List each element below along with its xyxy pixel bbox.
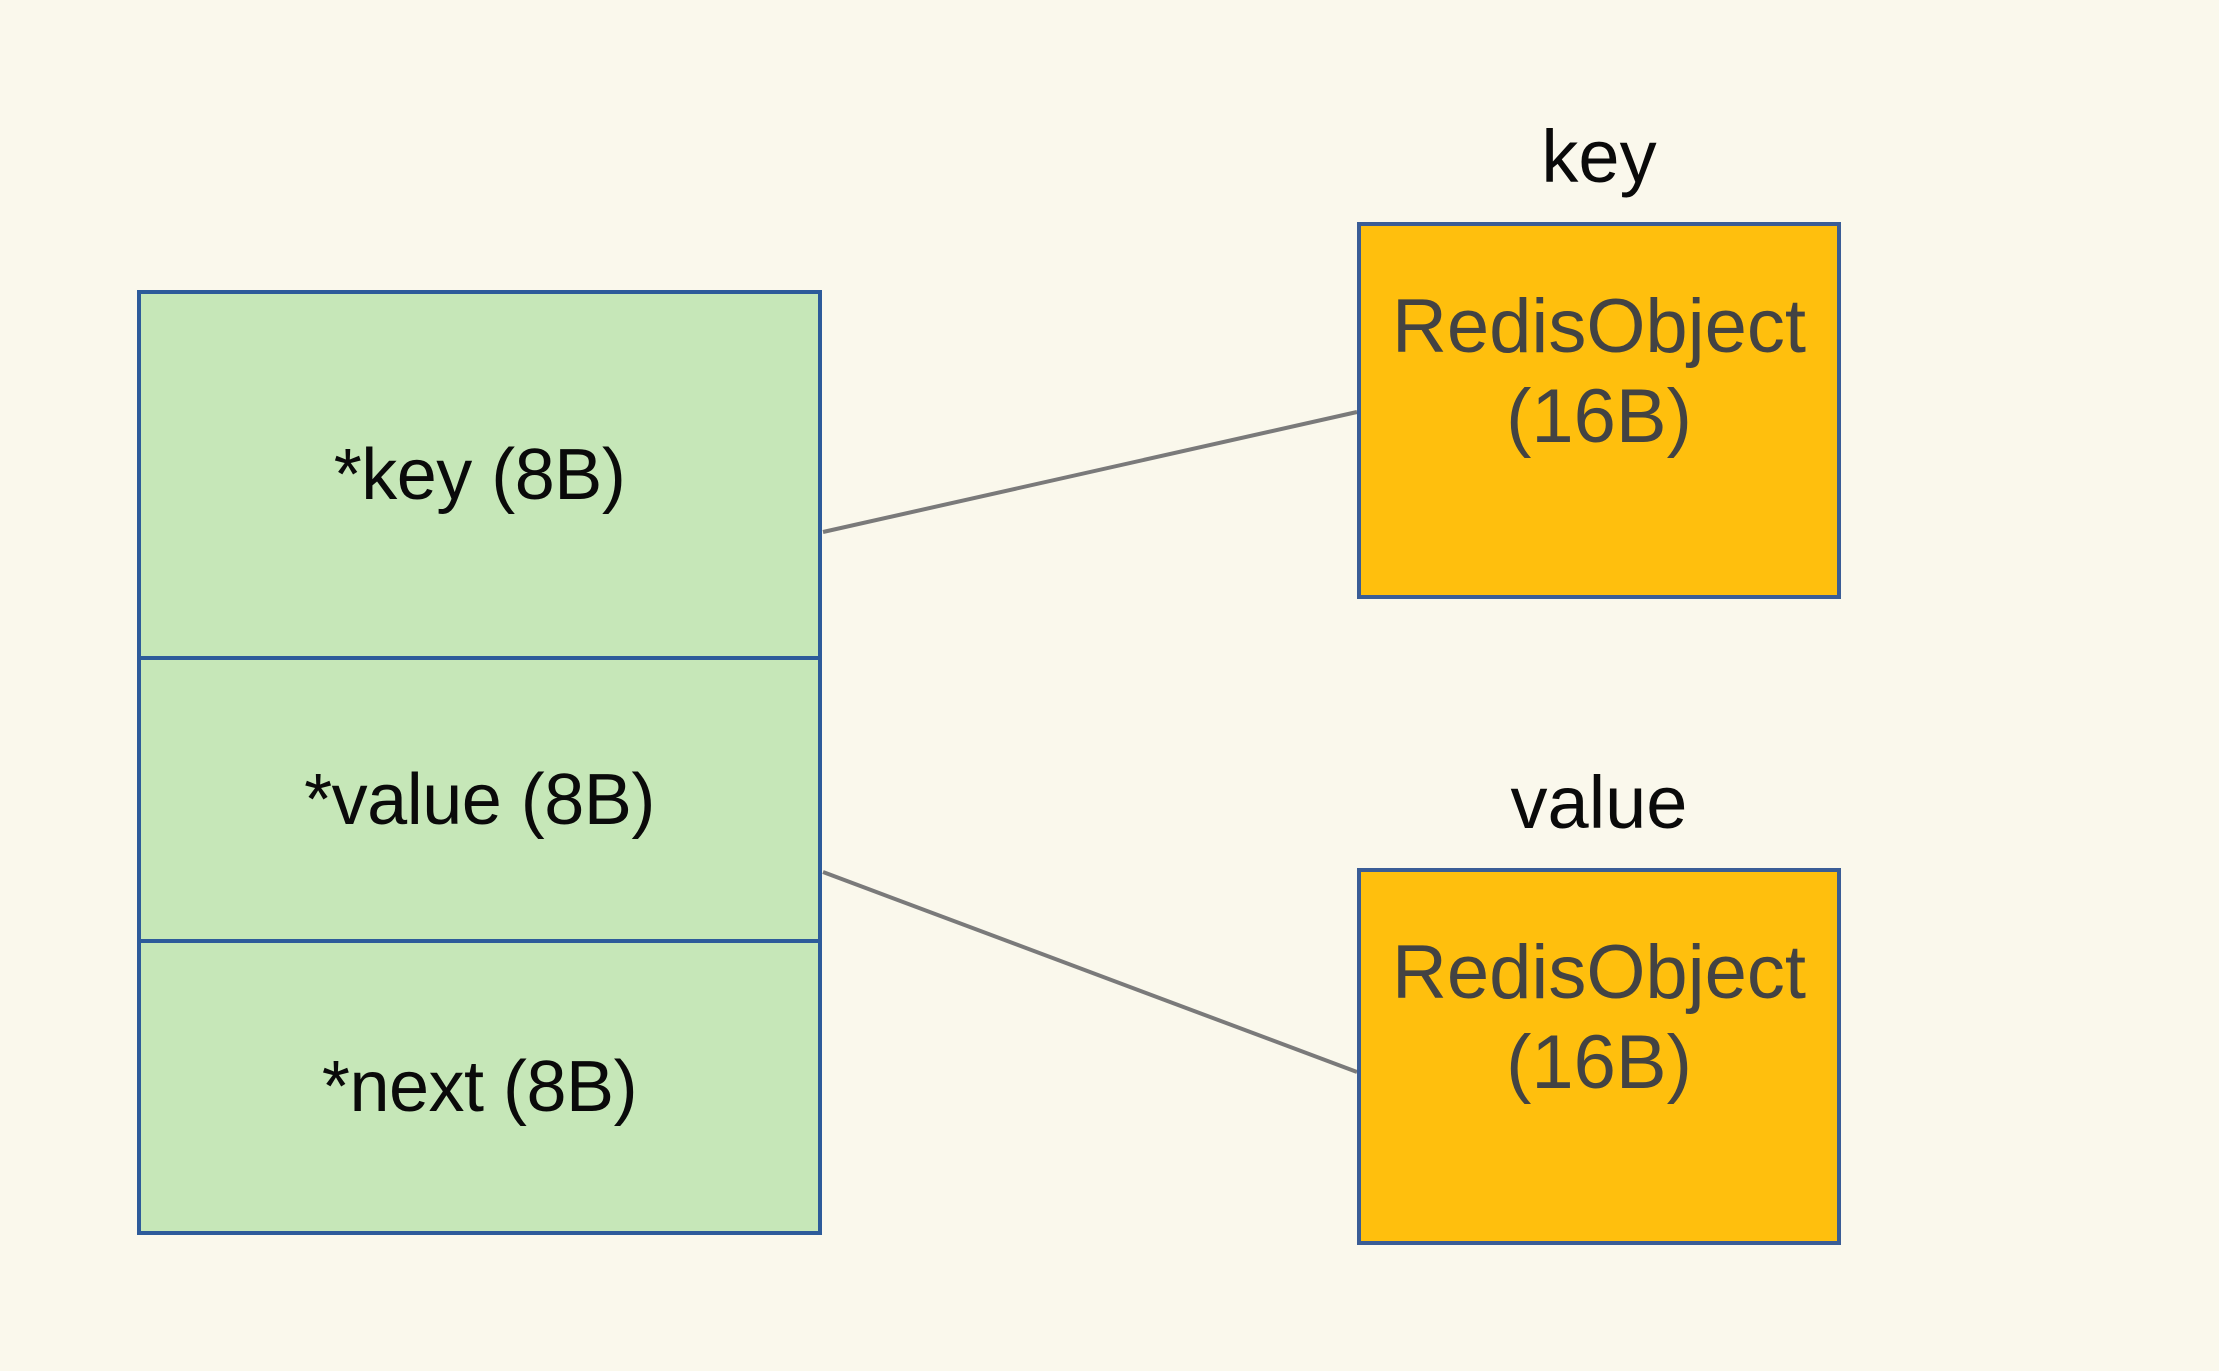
value-object-caption: value <box>1510 761 1688 844</box>
value-object-title: RedisObject <box>1392 930 1806 1015</box>
struct-field-key-label: *key (8B) <box>333 435 626 516</box>
struct-field-value-label: *value (8B) <box>304 759 655 840</box>
struct-field-next: *next (8B) <box>141 939 818 1231</box>
key-object-size: (16B) <box>1506 373 1692 459</box>
value-object-size: (16B) <box>1506 1019 1692 1105</box>
value-redis-object-box: RedisObject (16B) <box>1357 868 1841 1245</box>
key-object-group: key RedisObject (16B) <box>1357 120 1841 600</box>
key-object-caption: key <box>1541 115 1657 198</box>
key-object-title: RedisObject <box>1392 284 1806 369</box>
connector-key-pointer <box>822 410 1358 534</box>
struct-field-key: *key (8B) <box>141 294 818 656</box>
value-object-group: value RedisObject (16B) <box>1357 766 1841 1246</box>
key-redis-object-box: RedisObject (16B) <box>1357 222 1841 599</box>
connector-value-pointer <box>822 870 1358 1074</box>
struct-field-next-label: *next (8B) <box>321 1047 638 1128</box>
struct-field-value: *value (8B) <box>141 656 818 939</box>
dict-entry-struct: *key (8B) *value (8B) *next (8B) <box>137 290 822 1235</box>
